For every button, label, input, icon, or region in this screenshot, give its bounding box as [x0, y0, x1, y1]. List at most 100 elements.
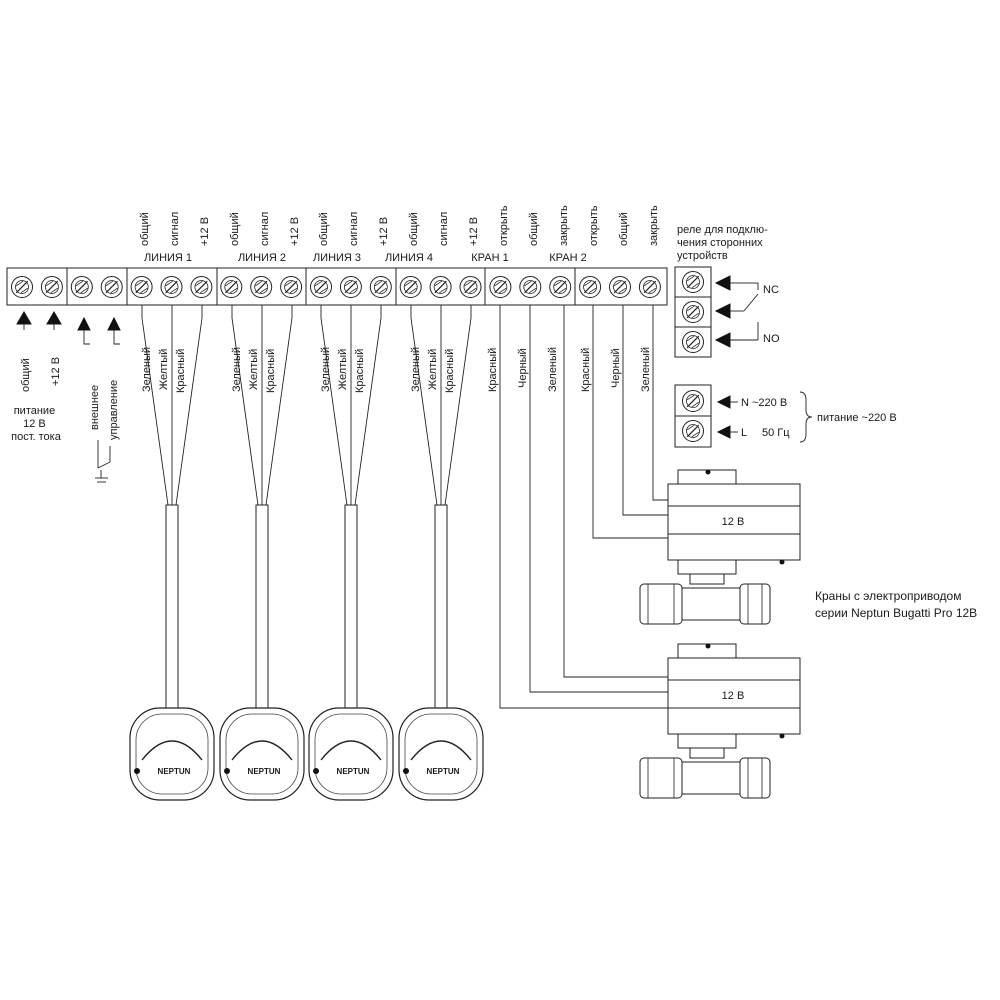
arrow-left-icon [716, 425, 731, 439]
top-label: сигнал [259, 212, 271, 246]
relay-block: реле для подклю- чения сторонних устройс… [674, 224, 780, 358]
terminal-screw [682, 301, 704, 323]
top-label: общий [528, 212, 540, 246]
top-label: открыть [588, 205, 600, 246]
motorized-valve: 12 В [639, 469, 801, 625]
valve-wire-labels: Красный Черный Зеленый Красный Черный Зе… [487, 347, 652, 392]
sensor-brand-label: NEPTUN [158, 767, 191, 776]
valves: 12 В 12 В [639, 469, 801, 799]
top-label: +12 В [289, 217, 301, 246]
terminal-screw [579, 276, 602, 298]
wire-label: Красный [444, 349, 456, 393]
group-label-line2: ЛИНИЯ 2 [238, 252, 286, 264]
arrow-up-icon [107, 316, 121, 331]
mains-freq-label: 50 Гц [762, 427, 790, 439]
wire-label: Красный [175, 349, 187, 393]
arrow-left-icon [714, 332, 731, 348]
relay-caption: реле для подклю- чения сторонних устройс… [677, 224, 771, 262]
sensor-cable [141, 305, 203, 711]
sensor-cable [320, 305, 382, 711]
wire-label: Красный [580, 348, 592, 392]
arrow-left-icon [716, 395, 731, 409]
top-label: закрыть [648, 205, 660, 246]
wire-label: Зеленый [231, 347, 243, 392]
wire-label: Красный [354, 349, 366, 393]
mains-l-label: L [741, 427, 747, 439]
sensor-brand-label: NEPTUN [248, 767, 281, 776]
terminal-screw [160, 276, 183, 298]
top-label: +12 В [378, 217, 390, 246]
top-label: общий [139, 212, 151, 246]
top-label: закрыть [558, 205, 570, 246]
terminal-screw [609, 276, 631, 298]
water-sensor: NEPTUN [398, 707, 484, 801]
power-label-12v: +12 В [50, 357, 62, 386]
terminal-screw [40, 276, 63, 298]
top-label: общий [618, 212, 630, 246]
mains-block: N ~220 В L 50 Гц питание ~220 В [674, 384, 897, 448]
power-input: общий +12 В питание 12 В пост. тока [11, 311, 62, 443]
arrow-up-icon [77, 316, 91, 331]
arrow-up-icon [16, 311, 32, 325]
terminal-screw [549, 276, 572, 298]
water-sensor: NEPTUN [219, 707, 305, 801]
terminal-screw [682, 271, 704, 293]
terminal-screw [369, 276, 392, 298]
wire-label: Красный [265, 349, 277, 393]
wire-label: Желтый [427, 349, 439, 390]
wire-label: Желтый [248, 349, 260, 390]
terminal-screw [100, 276, 123, 298]
terminal-screw [339, 276, 362, 298]
terminal-screw [429, 276, 452, 298]
wire-label: Зеленый [640, 347, 652, 392]
terminal-screw [190, 276, 213, 298]
power-label-common: общий [20, 358, 32, 392]
external-control: внешнее управление [77, 316, 121, 483]
terminal-screw [310, 276, 332, 298]
external-control-label: управление [108, 380, 120, 440]
power-caption: питание 12 В пост. тока [11, 405, 62, 443]
terminal-screw [682, 420, 704, 442]
arrow-left-icon [714, 275, 731, 291]
terminal-screw [399, 276, 422, 298]
external-control-label: внешнее [89, 385, 101, 430]
terminal-screw [70, 276, 93, 298]
actuator-voltage-label: 12 В [722, 690, 745, 702]
mains-n-label: N ~220 В [741, 397, 787, 409]
valve-wires [499, 305, 668, 709]
wire-label: Черный [517, 348, 529, 388]
terminal-screw [130, 276, 153, 298]
sensor-wire-labels: Зеленый Желтый Красный Зеленый Желтый Кр… [141, 347, 456, 393]
wire-label: Красный [487, 348, 499, 392]
group-label-valve1: КРАН 1 [471, 252, 508, 264]
relay-nc-label: NC [763, 284, 779, 296]
motorized-valve: 12 В [639, 643, 801, 799]
group-label-line4: ЛИНИЯ 4 [385, 252, 433, 264]
arrow-left-icon [714, 303, 731, 319]
top-label: +12 В [199, 217, 211, 246]
terminal-screw [250, 276, 273, 298]
actuator-voltage-label: 12 В [722, 516, 745, 528]
wire-label: Желтый [337, 349, 349, 390]
terminal-screw [489, 276, 512, 298]
terminal-top-labels: общий сигнал +12 В общий сигнал +12 В об… [139, 205, 660, 246]
top-label: сигнал [438, 212, 450, 246]
wire-label: Желтый [158, 349, 170, 390]
terminal-screw [682, 331, 704, 353]
arrow-up-icon [46, 311, 62, 325]
group-label-valve2: КРАН 2 [549, 252, 586, 264]
switch-icon [95, 440, 111, 483]
terminal-group-labels: ЛИНИЯ 1 ЛИНИЯ 2 ЛИНИЯ 3 ЛИНИЯ 4 КРАН 1 К… [144, 252, 587, 264]
wire-label: Зеленый [410, 347, 422, 392]
terminal-screw [11, 276, 33, 298]
group-label-line1: ЛИНИЯ 1 [144, 252, 192, 264]
top-label: +12 В [468, 217, 480, 246]
wire-label: Зеленый [320, 347, 332, 392]
water-sensor: NEPTUN [129, 707, 215, 801]
water-sensor: NEPTUN [308, 707, 394, 801]
wire-label: Зеленый [141, 347, 153, 392]
main-terminal-block [6, 267, 668, 306]
group-label-line3: ЛИНИЯ 3 [313, 252, 361, 264]
